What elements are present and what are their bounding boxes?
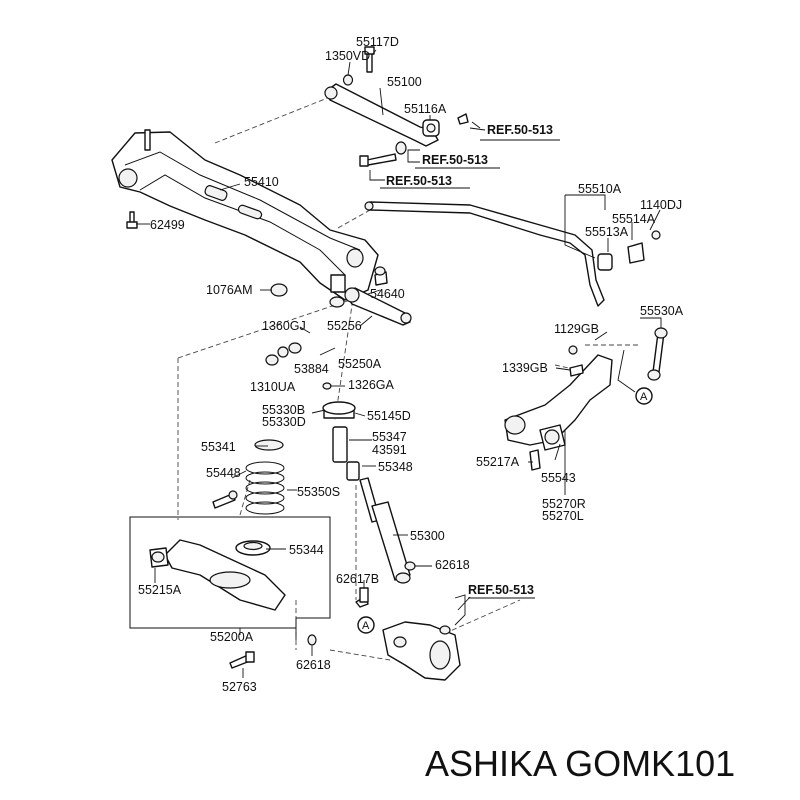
label-1140DJ: 1140DJ <box>640 198 682 212</box>
label-55117D: 55117D <box>356 35 399 49</box>
label-55410: 55410 <box>244 175 279 189</box>
label-55217A: 55217A <box>476 455 520 469</box>
label-62618-upper: 62618 <box>435 558 470 572</box>
label-54640: 54640 <box>370 287 405 301</box>
dashed-guides <box>177 94 640 661</box>
label-1326GA: 1326GA <box>348 378 395 392</box>
marker-a-upper: A <box>635 387 653 405</box>
label-55341: 55341 <box>201 440 236 454</box>
label-55116A: 55116A <box>404 102 447 116</box>
label-1339GB: 1339GB <box>502 361 548 375</box>
upper-arm-55100 <box>324 46 469 167</box>
arm-55270 <box>504 345 613 471</box>
label-1310UA: 1310UA <box>250 380 296 394</box>
label-55330D: 55330D <box>262 415 306 429</box>
label-62499: 62499 <box>150 218 185 232</box>
coil-spring-55350S <box>212 439 285 515</box>
ref-label-3: REF.50-513 <box>386 174 452 188</box>
label-52763: 52763 <box>222 680 257 694</box>
label-55344: 55344 <box>289 543 324 557</box>
label-55100: 55100 <box>387 75 422 89</box>
ref-label-2: REF.50-513 <box>422 153 488 167</box>
label-55270L: 55270L <box>542 509 584 523</box>
lower-arm-55200A <box>129 516 331 669</box>
label-55513A: 55513A <box>585 225 629 239</box>
label-62618-lower: 62618 <box>296 658 331 672</box>
label-55256: 55256 <box>327 319 362 333</box>
ref-label-1: REF.50-513 <box>487 123 553 137</box>
stabilizer-link-55530A <box>647 327 668 381</box>
stabilizer-bar-55510A <box>364 201 661 307</box>
label-1076AM: 1076AM <box>206 283 253 297</box>
ref-arrows <box>380 121 560 611</box>
part-labels: 55117D 1350VD 55100 55116A REF.50-513 RE… <box>138 35 684 694</box>
label-55145D: 55145D <box>367 409 411 423</box>
label-1360GJ: 1360GJ <box>262 319 306 333</box>
label-55347: 55347 <box>372 430 407 444</box>
leader-lines <box>136 49 662 678</box>
label-55514A: 55514A <box>612 212 656 226</box>
label-55330B: 55330B <box>262 403 305 417</box>
lateral-link-55250A <box>265 287 412 366</box>
label-55350S: 55350S <box>297 485 340 499</box>
label-55348: 55348 <box>378 460 413 474</box>
svg-text:A: A <box>640 391 648 403</box>
label-55448: 55448 <box>206 466 241 480</box>
label-55250A: 55250A <box>338 357 382 371</box>
label-55270R: 55270R <box>542 497 586 511</box>
knuckle-carrier <box>382 621 461 681</box>
label-53884: 53884 <box>294 362 329 376</box>
label-55543: 55543 <box>541 471 576 485</box>
label-55215A: 55215A <box>138 583 182 597</box>
crossmember-55410 <box>111 129 388 301</box>
brand-caption: ASHIKA GOMK101 <box>425 743 735 784</box>
label-55530A: 55530A <box>640 304 684 318</box>
label-62617B: 62617B <box>336 572 379 586</box>
label-55200A: 55200A <box>210 630 254 644</box>
label-43591: 43591 <box>372 443 407 457</box>
marker-a-lower: A <box>357 616 375 634</box>
label-55300: 55300 <box>410 529 445 543</box>
svg-text:A: A <box>362 620 370 632</box>
label-1350VD: 1350VD <box>325 49 370 63</box>
label-1129GB: 1129GB <box>554 322 599 336</box>
ref-label-4: REF.50-513 <box>468 583 534 597</box>
label-55510A: 55510A <box>578 182 622 196</box>
